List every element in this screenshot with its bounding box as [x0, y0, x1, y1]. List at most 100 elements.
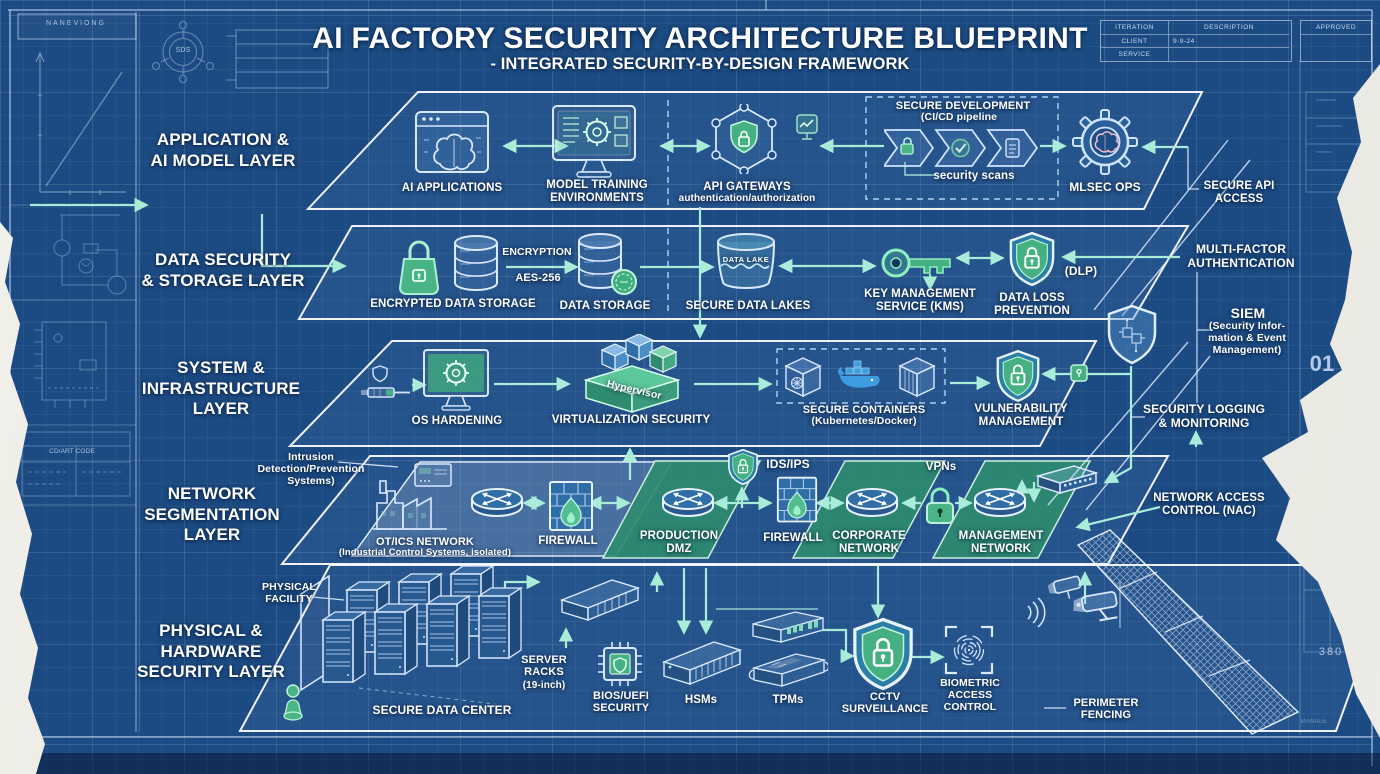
encrypted-storage-lock-icon [398, 240, 440, 295]
revision-header-approved: APPROVED [1301, 21, 1371, 35]
security-camera-icon [1027, 575, 1121, 628]
bios-chip-icon [598, 642, 642, 686]
label-siem: SIEM [1230, 305, 1266, 321]
margin-small-text: MANAGE [1300, 719, 1328, 725]
router-icon [974, 488, 1026, 517]
label-os-hardening: OS HARDENING [411, 415, 503, 427]
scada-monitor-icon [414, 463, 452, 487]
check-icon [951, 138, 970, 158]
fingerprint-icon [944, 625, 994, 675]
label-encrypted-storage: ENCRYPTED DATA STORAGE [370, 298, 536, 310]
firewall-icon [549, 481, 593, 531]
label-siem-sub: (Security Infor- mation & Event Manageme… [1208, 320, 1286, 356]
hsm-appliance-icon [661, 641, 743, 686]
cicd-pipeline-icon [884, 129, 1039, 167]
cctv-shield-icon [853, 618, 913, 690]
label-secure-data-lakes: SECURE DATA LAKES [685, 300, 811, 312]
label-bios: BIOS/UEFI SECURITY [592, 690, 650, 715]
lock-icon [900, 143, 914, 155]
label-cctv: CCTV SURVEILLANCE [841, 691, 929, 716]
siem-shield-icon [1107, 304, 1157, 365]
label-vulnerability: VULNERABILITY MANAGEMENT [974, 403, 1068, 428]
label-virtualization: VIRTUALIZATION SECURITY [551, 414, 711, 426]
database-icon [454, 235, 498, 291]
label-facility: PHYSICAL FACILITY [262, 581, 316, 605]
label-production-dmz: PRODUCTION DMZ [639, 530, 719, 555]
revision-cell: 9-9-24 [1169, 35, 1289, 48]
revision-cell: SERVICE [1101, 48, 1169, 61]
label-ai-applications: AI APPLICATIONS [401, 182, 503, 194]
label-data-storage: DATA STORAGE [559, 300, 651, 312]
router-icon [471, 488, 523, 517]
vpn-lock-icon [926, 487, 954, 524]
api-gateways-icon [711, 104, 777, 174]
layer-label-data: DATA SECURITY & STORAGE LAYER [141, 250, 305, 290]
container-cube-icon [898, 357, 936, 398]
kubernetes-cube-icon [784, 357, 822, 398]
data-lake-icon [717, 233, 775, 289]
label-ids-ips: IDS/IPS [766, 457, 810, 471]
layer-label-system: SYSTEM & INFRASTRUCTURE LAYER [141, 358, 301, 419]
label-api-gateways: API GATEWAYS [703, 181, 791, 193]
label-containers-sub: (Kubernetes/Docker) [811, 415, 917, 427]
router-icon [662, 488, 714, 517]
revision-table: ITERATION DESCRIPTION CLIENT 9-9-24 SERV… [1100, 20, 1372, 62]
margin-chip-doodle [34, 321, 107, 408]
mlsec-ops-icon [1072, 109, 1138, 175]
margin-table-title: CD/ART CODE [49, 448, 95, 455]
revision-cell [1169, 48, 1289, 61]
label-logging: SECURITY LOGGING & MONITORING [1142, 402, 1266, 430]
revision-header-description: DESCRIPTION [1169, 21, 1289, 35]
os-hardening-icon [423, 349, 489, 411]
label-otics-sub: (Industrial Control Systems, isolated) [338, 547, 512, 558]
label-dlp-tag: (DLP) [1064, 264, 1098, 278]
label-data-center: SECURE DATA CENTER [372, 703, 512, 717]
label-security-scans: security scans [933, 170, 1015, 182]
label-dlp: DATA LOSS PREVENTION [994, 292, 1070, 317]
label-containers: SECURE CONTAINERS [802, 404, 926, 416]
margin-gear-text: SDS [175, 47, 191, 54]
decorative-diagonals [1047, 139, 1251, 511]
security-badge-icon [1070, 364, 1088, 382]
label-management: MANAGEMENT NETWORK [958, 530, 1044, 555]
tpm-module-icon [748, 653, 828, 687]
network-switch-icon [1035, 465, 1099, 495]
label-tpms: TPMs [772, 694, 804, 706]
dlp-shield-icon [1009, 232, 1055, 286]
secure-containers-icon [784, 357, 936, 398]
label-nac: NETWORK ACCESS CONTROL (NAC) [1153, 492, 1265, 517]
metrics-icon [796, 114, 818, 140]
label-mfa: MULTI-FACTOR AUTHENTICATION [1187, 242, 1295, 270]
label-data-lake: DATA LAKE [722, 255, 770, 264]
vulnerability-shield-icon [996, 350, 1040, 402]
margin-box-title: NANEVIONG [45, 20, 107, 27]
label-mlsec-ops: MLSEC OPS [1069, 180, 1141, 194]
digital-display-device-icon [752, 611, 824, 643]
revision-header-iteration: ITERATION [1101, 21, 1169, 35]
label-secure-dev: SECURE DEVELOPMENT [895, 100, 1031, 112]
ai-applications-icon [415, 111, 489, 173]
ids-ips-shield-icon [728, 449, 758, 485]
blade-server-icon [559, 579, 641, 622]
virtualization-hypervisor-icon [583, 334, 681, 414]
margin-table-doodle [21, 431, 131, 497]
margin-number-01: 01 [1309, 351, 1335, 376]
label-model-training: MODEL TRAINING ENVIRONMENTS [546, 179, 648, 204]
label-aes: AES-256 [515, 272, 561, 284]
label-api-gateways-sub: authentication/authorization [678, 193, 816, 204]
label-biometric: BIOMETRIC ACCESS CONTROL [940, 677, 1000, 713]
layer-data-shape [297, 225, 1190, 320]
page-title: AI FACTORY SECURITY ARCHITECTURE BLUEPRI… [312, 22, 1088, 55]
page-subtitle: - INTEGRATED SECURITY-BY-DESIGN FRAMEWOR… [490, 55, 910, 73]
data-storage-icon [578, 233, 637, 295]
kms-key-icon [881, 248, 951, 278]
label-kms: KEY MANAGEMENT SERVICE (KMS) [864, 288, 976, 313]
label-firewall-1: FIREWALL [538, 535, 598, 547]
label-vpns: VPNs [925, 461, 957, 473]
docker-whale-icon [838, 360, 880, 388]
label-fencing: PERIMETER FENCING [1073, 697, 1139, 722]
document-icon [1005, 138, 1020, 158]
label-firewall-2: FIREWALL [763, 532, 823, 544]
label-secure-api: SECURE API ACCESS [1203, 180, 1275, 205]
